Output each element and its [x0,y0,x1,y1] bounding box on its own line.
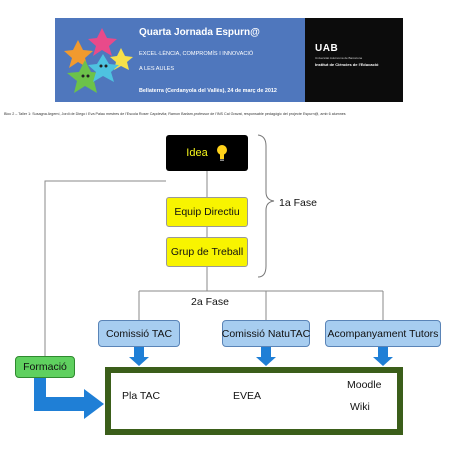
connector-idea-formacio [44,180,166,356]
lightbulb-icon [216,145,227,161]
formacio-bent-arrow [34,378,104,419]
acompanyament-tutors-node: Acompanyament Tutors [325,320,441,347]
uab-logo: UAB [315,43,339,54]
banner-line-2: A LES AULES [139,66,175,72]
mascots-illustration [64,28,133,93]
down-arrow-comissio-natutac [256,347,276,366]
uab-institute: Institut de Ciències de l'Educació [315,62,379,67]
phase1-bracket [257,134,275,278]
grup-de-treball-node: Grup de Treball [166,237,248,267]
banner-text: Quarta Jornada Espurn@ EXCEL·LÈNCIA, COM… [137,18,327,102]
wiki-label: Wiki [350,401,370,413]
moodle-label: Moodle [347,379,382,391]
comissio-natutac-node: Comissió NatuTAC [222,320,310,347]
formacio-label: Formació [23,361,67,373]
down-arrow-acompanyament [373,347,393,366]
equip-directiu-label: Equip Directiu [174,206,240,218]
uab-subtitle: Universitat Autònoma de Barcelona [315,56,363,60]
pla-tac-label: Pla TAC [122,390,161,402]
comissio-natutac-label: Comissió NatuTAC [221,327,311,340]
banner-line-1: EXCEL·LÈNCIA, COMPROMÍS I INNOVACIÓ [139,51,254,57]
banner-title: Quarta Jornada Espurn@ [139,27,260,38]
banner-place-date: Bellaterra (Cerdanyola del Vallès), 24 d… [139,88,277,94]
phase2-label: 2a Fase [191,296,229,308]
comissio-tac-node: Comissió TAC [98,320,180,347]
down-arrow-comissio-tac [129,347,149,366]
phase1-label: 1a Fase [279,197,317,209]
uab-logo-panel: UAB Universitat Autònoma de Barcelona In… [305,18,403,102]
grup-de-treball-label: Grup de Treball [170,246,244,258]
equip-directiu-node: Equip Directiu [166,197,248,227]
idea-node: Idea [166,135,248,171]
evea-label: EVEA [233,390,262,402]
idea-label: Idea [186,147,208,159]
acompanyament-tutors-label: Acompanyament Tutors [327,327,439,340]
caption: Bloc 2 – Taller 1: Susagna Argemí, Jordi… [4,112,346,116]
implementation-frame [105,367,403,435]
formacio-node: Formació [15,356,75,378]
comissio-tac-label: Comissió TAC [105,327,173,340]
